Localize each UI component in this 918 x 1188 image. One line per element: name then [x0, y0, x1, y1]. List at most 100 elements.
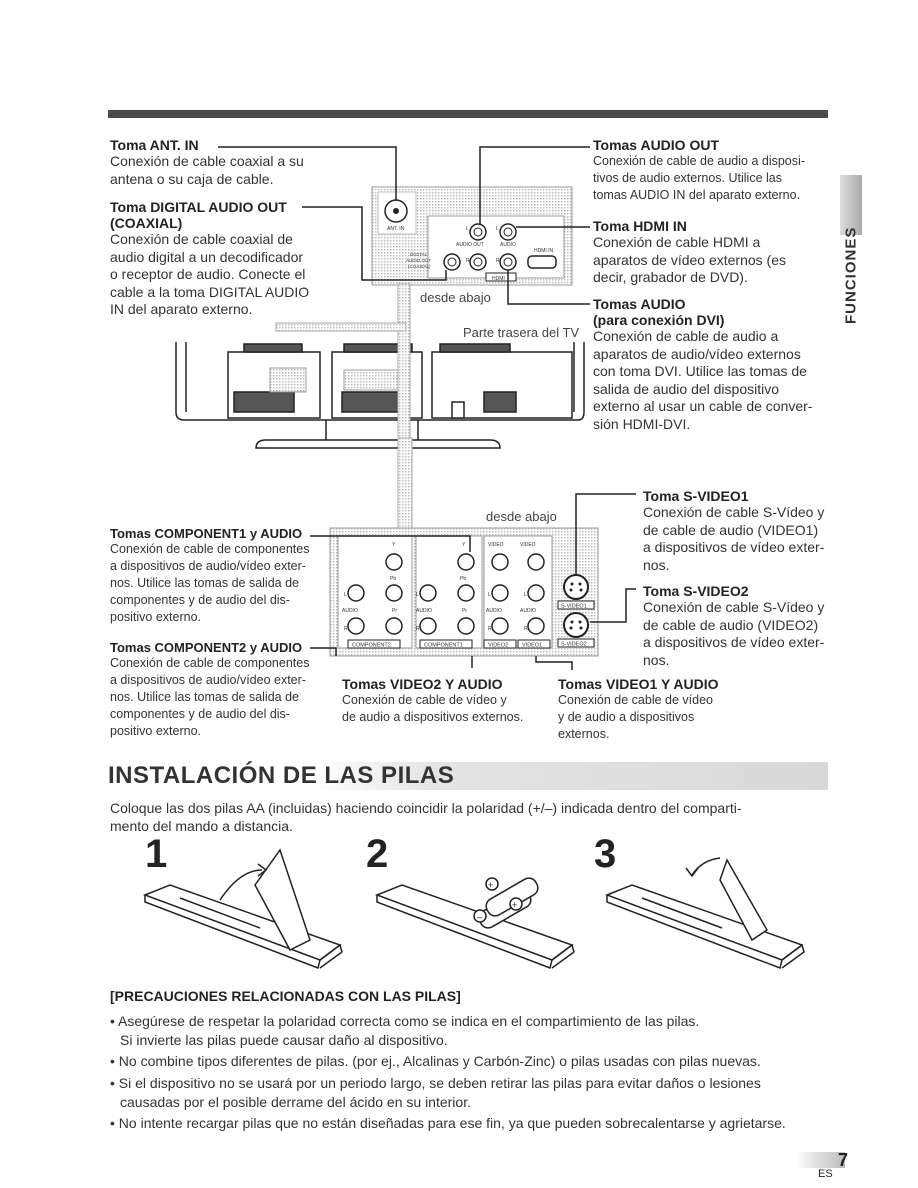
audio-label: AUDIO — [486, 608, 502, 614]
hdmi-port — [527, 255, 557, 269]
callout-svideo2: Toma S-VIDEO2 Conexión de cable S-Vídeo … — [643, 583, 824, 669]
callout-line: positivo externo. — [110, 724, 202, 738]
audio-l-jack — [499, 223, 517, 241]
step-number-3: 3 — [594, 832, 617, 876]
bottom-jack-panel: Y Y VIDEO VIDEO Pb Pb AUDIO Pr AUDIO Pr … — [329, 527, 599, 657]
audio-label: AUDIO — [520, 608, 536, 614]
remote-step-1 — [142, 848, 343, 970]
jack-label: L — [496, 226, 499, 232]
component2-audio-r-jack — [347, 617, 365, 635]
audio-label: AUDIO — [416, 608, 432, 614]
callout-title: (para conexión DVI) — [593, 312, 725, 328]
callout-component1: Tomas COMPONENT1 y AUDIO Conexión de cab… — [110, 526, 309, 626]
callout-title: Tomas AUDIO — [593, 296, 686, 312]
video-label: VIDEO — [520, 542, 536, 548]
video1-label: VIDEO1 — [522, 643, 542, 649]
jack-label: L — [344, 592, 347, 598]
callout-line: externo al usar un cable de conver- — [593, 398, 813, 414]
callout-title: Tomas VIDEO2 Y AUDIO — [342, 676, 503, 692]
callout-line: nos. — [643, 556, 670, 573]
jack-label: L — [416, 592, 419, 598]
hdmi-in-label: HDMI IN — [534, 248, 554, 254]
callout-line: tomas AUDIO IN del aparato externo. — [593, 188, 801, 202]
component2-label: COMPONENT2 — [352, 643, 391, 649]
callout-title: Tomas COMPONENT1 y AUDIO — [110, 526, 303, 541]
video1-jack — [527, 553, 545, 571]
callout-audio-dvi: Tomas AUDIO (para conexión DVI) Conexión… — [593, 296, 812, 433]
tv-rear — [175, 342, 585, 449]
video2-label: VIDEO2 — [488, 643, 508, 649]
bullet-line: causadas por el posible derrame del ácid… — [120, 1094, 471, 1110]
component2-audio-l-jack — [347, 584, 365, 602]
callout-line: Conexión de cable de vídeo y — [342, 693, 507, 707]
pr-label: Pr — [462, 608, 467, 614]
svg-text:+: + — [488, 880, 493, 890]
page-number: 7 — [838, 1150, 849, 1170]
callout-line: o receptor de audio. Conecte el — [110, 266, 306, 282]
precaution-bullet: • Asegúrese de respetar la polaridad cor… — [110, 1012, 830, 1050]
component2-pb-jack — [385, 584, 403, 602]
callout-title: Tomas AUDIO OUT — [593, 137, 720, 153]
svideo1-jack — [563, 574, 589, 600]
callout-line: sión HDMI-DVI. — [593, 415, 691, 432]
callout-line: tivos de audio externos. Utilice las — [593, 171, 782, 185]
audio-label: AUDIO — [342, 608, 358, 614]
callout-title: Toma HDMI IN — [593, 218, 687, 234]
callout-line: Conexión de cable de vídeo — [558, 693, 713, 707]
component1-y-jack — [457, 553, 475, 571]
callout-title: (COAXIAL) — [110, 215, 183, 231]
top-jack-panel: ANT. IN L L R R AUDIO OUT AUDIO HDMI IN … — [371, 186, 573, 286]
y-label: Y — [462, 542, 466, 548]
component1-pr-jack — [457, 617, 475, 635]
callout-title: Toma S-VIDEO1 — [643, 488, 749, 504]
callout-line: a dispositivos de audio/vídeo exter- — [110, 559, 306, 573]
callout-line: Conexión de cable coaxial de — [110, 231, 293, 247]
callout-svideo1: Toma S-VIDEO1 Conexión de cable S-Vídeo … — [643, 488, 824, 574]
callout-line: aparatos de audio/vídeo externos — [593, 345, 801, 362]
precaution-bullet: • No intente recargar pilas que no están… — [110, 1114, 830, 1133]
callout-line: a dispositivos de audio/vídeo exter- — [110, 673, 306, 687]
callout-hatch — [275, 322, 407, 332]
svg-text:+: + — [512, 900, 517, 910]
callout-component2: Tomas COMPONENT2 y AUDIO Conexión de cab… — [110, 640, 309, 740]
digital-label: AUDIO OUT — [406, 258, 431, 263]
callout-video2: Tomas VIDEO2 Y AUDIO Conexión de cable d… — [342, 676, 523, 726]
callout-hatch — [397, 283, 411, 439]
svg-text:–: – — [477, 912, 482, 922]
video1-audio-l-jack — [527, 584, 545, 602]
video2-audio-l-jack — [491, 584, 509, 602]
desde-abajo-label: desde abajo — [486, 509, 557, 524]
component1-audio-r-jack — [419, 617, 437, 635]
callout-line: de audio a dispositivos externos. — [342, 710, 524, 724]
callout-line: aparatos de vídeo externos (es — [593, 251, 787, 268]
precaution-bullet: • No combine tipos diferentes de pilas. … — [110, 1052, 830, 1071]
step-number-2: 2 — [366, 832, 389, 876]
bullet-line: • No intente recargar pilas que no están… — [110, 1115, 786, 1131]
leader-lines-top — [218, 146, 590, 305]
desde-abajo-label: desde abajo — [420, 290, 491, 305]
hdmi-label: HDMI — [492, 276, 505, 282]
callout-line: componentes y de audio del dis- — [110, 593, 290, 607]
bullet-line: • No combine tipos diferentes de pilas. … — [110, 1053, 761, 1069]
callout-line: Conexión de cable S-Vídeo y — [643, 504, 825, 520]
audio-label: AUDIO — [500, 242, 516, 248]
battery-intro-line: mento del mando a distancia. — [110, 817, 293, 834]
callout-title: Toma ANT. IN — [110, 137, 199, 153]
jack-label: R — [524, 626, 528, 632]
bullet-line: Si invierte las pilas puede causar daño … — [120, 1032, 448, 1048]
precautions-title: [PRECAUCIONES RELACIONADAS CON LAS PILAS… — [110, 988, 461, 1004]
audio-r-jack — [499, 253, 517, 271]
callout-line: Conexión de cable de componentes — [110, 542, 310, 556]
video2-jack — [491, 553, 509, 571]
callout-line: de cable de audio (VIDEO2) — [643, 616, 819, 633]
top-rule — [108, 110, 828, 118]
callout-line: a dispositivos de vídeo exter- — [643, 539, 825, 555]
battery-steps-illustration: + + – — [142, 848, 805, 970]
callout-line: Conexión de cable coaxial a su — [110, 153, 304, 169]
component1-pb-jack — [457, 584, 475, 602]
rear-panel-inset — [269, 367, 307, 393]
jack-label: L — [524, 592, 527, 598]
y-label: Y — [392, 542, 396, 548]
callout-title: Toma DIGITAL AUDIO OUT — [110, 199, 287, 215]
bullet-line: • Si el dispositivo no se usará por un p… — [110, 1075, 761, 1091]
